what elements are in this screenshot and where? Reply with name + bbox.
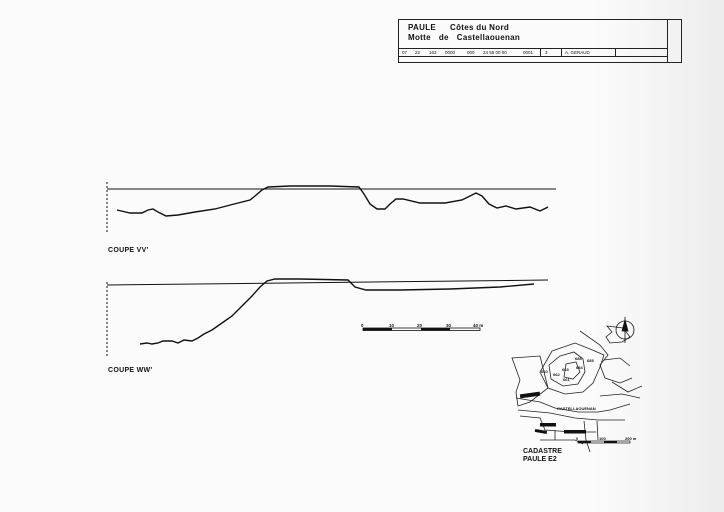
- scale-tick-label: 30: [446, 323, 452, 328]
- department-name: Côtes du Nord: [450, 23, 510, 32]
- title-line-1: PAULE Côtes du Nord: [408, 23, 509, 32]
- section-vv-label: COUPE VV': [108, 247, 149, 254]
- motte-word: Motte: [408, 33, 431, 42]
- cadastre-scale-label: 0: [576, 436, 579, 441]
- code-cell: 22: [415, 50, 421, 55]
- scale-bar-40m: [362, 327, 481, 331]
- parcel-label: 661: [563, 377, 570, 382]
- inventory-code-row: 07 22 163 0000 000 24 55 00 00 0001 3 A.…: [399, 48, 667, 57]
- de-word: de: [438, 33, 449, 42]
- parcel-label: 663: [562, 367, 569, 372]
- cadastre-scale-label: 100: [599, 436, 606, 441]
- site-name: Castellaouenan: [456, 33, 521, 42]
- code-cell: 24 55 00 00: [483, 50, 507, 55]
- section-vv-profile: [106, 182, 556, 232]
- author-name: A. GERAUD: [565, 50, 590, 55]
- scale-tick-label: 20: [417, 323, 423, 328]
- cadastre-hatched-parcels: [519, 391, 586, 435]
- section-ww-profile: [106, 278, 549, 357]
- code-cell: 0000: [445, 50, 456, 55]
- parcel-label: 662: [553, 372, 560, 377]
- cadastre-scale-label: 200 m: [625, 436, 637, 441]
- commune-name: PAULE: [408, 23, 437, 32]
- cadastre-place-label: CASTELLAOUENAN: [557, 406, 596, 411]
- parcel-label: 686: [575, 356, 582, 361]
- code-cell: 07: [402, 50, 408, 55]
- parcel-label: 685: [587, 358, 594, 363]
- code-cell: 163: [429, 50, 437, 55]
- code-cell: 0001: [523, 50, 534, 55]
- code-cell: 000: [467, 50, 475, 55]
- scale-tick-label: 40 m: [473, 323, 484, 328]
- cadastre-subtitle: PAULE E2: [523, 456, 557, 463]
- code-cell: 3: [545, 50, 548, 55]
- parcel-label: 660: [541, 369, 548, 374]
- scale-tick-label: 0: [361, 323, 364, 328]
- cadastre-scale-bar: [577, 440, 631, 444]
- section-ww-label: COUPE WW': [108, 367, 153, 374]
- parcel-label: 684: [576, 365, 583, 370]
- cadastre-title: CADASTRE: [523, 448, 562, 455]
- scale-tick-label: 10: [389, 323, 395, 328]
- paper-shadow: [594, 0, 724, 512]
- north-arrow-icon: [615, 317, 635, 343]
